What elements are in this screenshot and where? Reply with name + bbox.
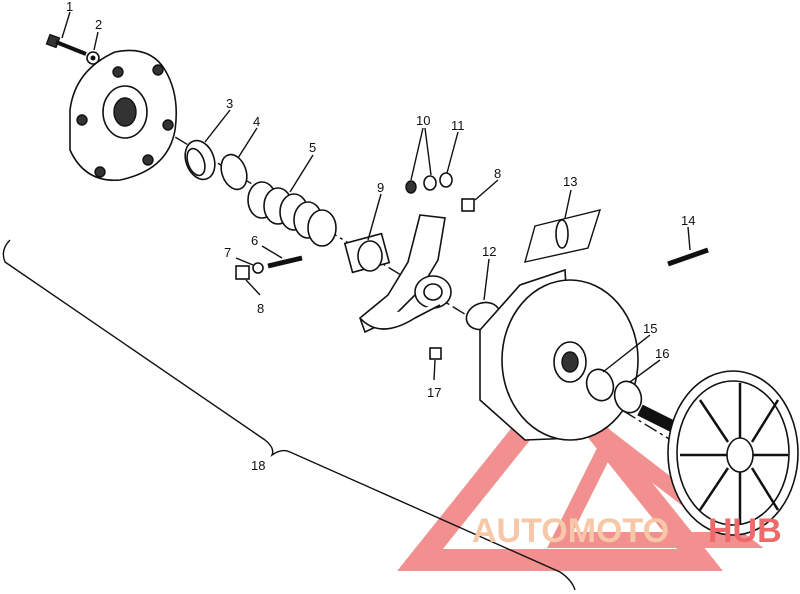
watermark-text: AUTOMOTO HUB: [472, 512, 782, 550]
snap-ring-part-4: [220, 153, 248, 191]
washer-part-7: [252, 262, 264, 274]
roller-part-9: [343, 232, 391, 274]
callout-13: 13: [563, 174, 577, 189]
callout-5: 5: [309, 140, 316, 155]
bushing-part-3: [184, 139, 216, 181]
bracket-18: [2, 239, 576, 591]
callout-6: 6: [251, 233, 258, 248]
callout-2: 2: [95, 17, 102, 32]
sheave-drum: [479, 268, 639, 441]
pin-part-14: [667, 247, 709, 267]
nut-part-17: [429, 347, 442, 360]
callout-10: 10: [416, 113, 430, 128]
watermark-automoto: AUTOMOTO: [472, 512, 669, 550]
callout-3: 3: [226, 96, 233, 111]
clip-part-13: [524, 209, 602, 263]
spring-part-5: [247, 181, 337, 247]
bolt-part-1: [45, 33, 87, 56]
ring-part-15: [585, 368, 615, 402]
callout-labels: 1 2 3 4 5 6 7 8 8 9 10 11 12 13 14 15 16…: [66, 0, 695, 473]
callout-11: 11: [451, 118, 465, 133]
callout-18: 18: [251, 458, 265, 473]
callout-4: 4: [253, 114, 260, 129]
callout-9: 9: [377, 180, 384, 195]
spoked-wheel: [637, 370, 799, 536]
spacer-parts-10-11: [405, 172, 453, 194]
callout-7: 7: [224, 245, 231, 260]
callout-17: 17: [427, 385, 441, 400]
pin-part-6: [267, 255, 303, 269]
nut-part-8-lower: [235, 265, 250, 280]
callout-16: 16: [655, 346, 669, 361]
leader-lines: [61, 11, 691, 383]
spider-arm: [359, 214, 452, 334]
callout-8-upper: 8: [494, 166, 501, 181]
cover-plate: [69, 49, 178, 182]
ring-part-16: [613, 380, 643, 414]
callout-8-lower: 8: [257, 301, 264, 316]
callout-14: 14: [681, 213, 695, 228]
callout-1: 1: [66, 0, 73, 14]
nut-part-8-upper: [461, 198, 475, 212]
callout-12: 12: [482, 244, 496, 259]
watermark-hub: HUB: [708, 512, 782, 550]
callout-15: 15: [643, 321, 657, 336]
